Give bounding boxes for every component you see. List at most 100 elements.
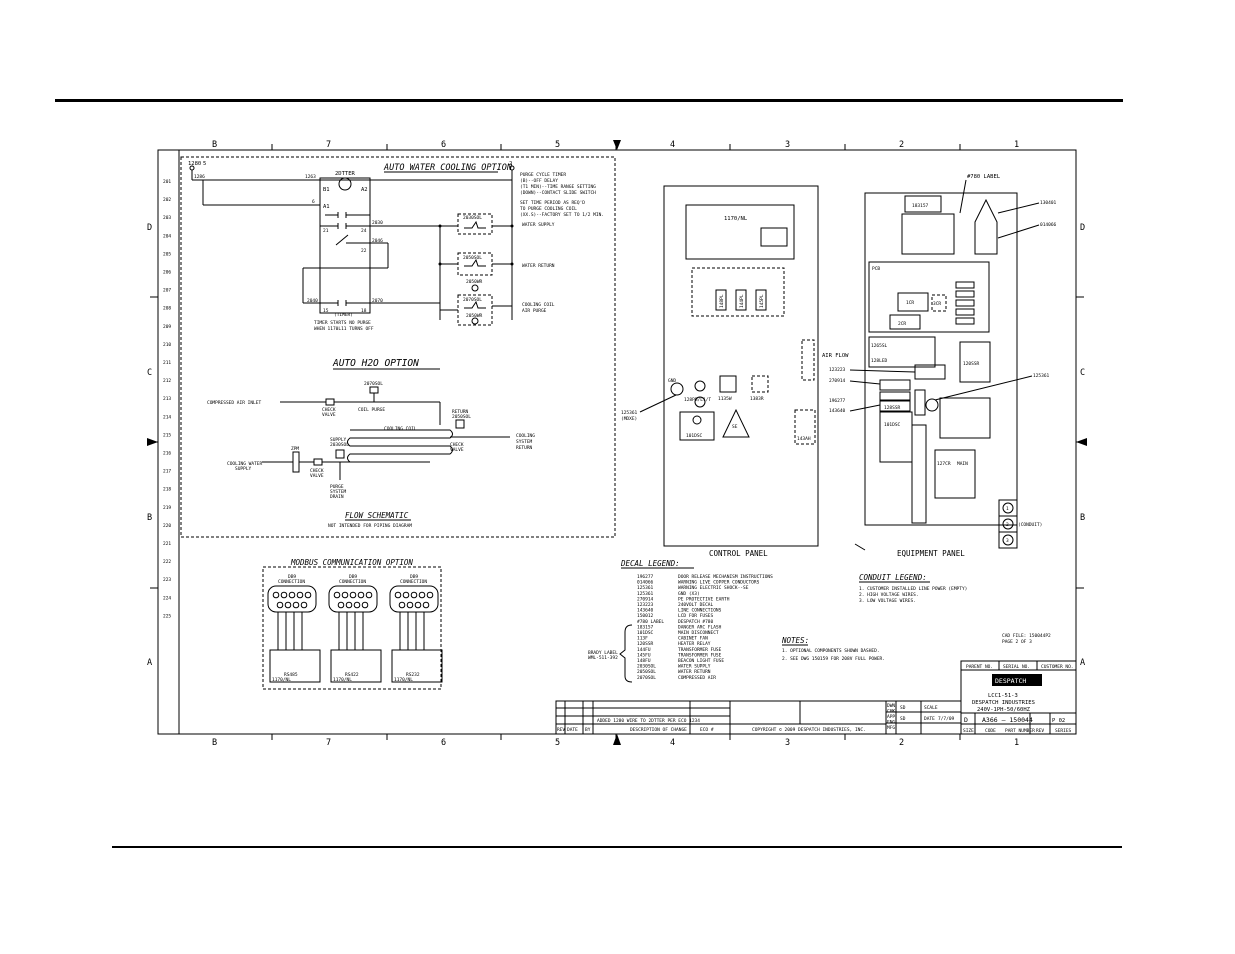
main-disconnect: 101DSC (686, 433, 703, 439)
sol-2030-label: 2030SOL (463, 215, 482, 221)
decal-code: 120SSR (637, 641, 654, 647)
conduit-number: 1 (1006, 506, 1009, 512)
pb-label: 128PB/L1/T (684, 397, 711, 403)
tb-foot-cell: PART NUMBER (1005, 728, 1035, 734)
shock-label: SE (732, 424, 738, 430)
row-number-column: 2012022032042052062072082092102112122132… (163, 179, 171, 619)
col-label-bottom: 7 (326, 738, 331, 748)
controller-box (685, 204, 795, 260)
relay-3cr: 3CR (933, 301, 941, 307)
conduit-item: 1. CUSTOMER INSTALLED LINE POWER (EMPTY) (859, 586, 967, 592)
cooling-water-2: SUPPLY (235, 466, 252, 472)
check-valve-3-a: CHECK (310, 468, 324, 474)
timer-coil (338, 177, 352, 191)
rev-header-cell: DESCRIPTION OF CHANGE (630, 727, 687, 733)
row-number: 222 (163, 559, 171, 565)
decal-desc: CABINET FAN (678, 636, 708, 642)
pcb-fuses (955, 281, 975, 325)
decal-desc: COMPRESSED AIR (678, 675, 716, 681)
tb-foot-cell: REV (1036, 728, 1044, 734)
row-label-left: D (147, 223, 152, 233)
label-183157: 183157 (912, 203, 929, 209)
row-label-left: B (147, 513, 152, 523)
gnd-symbol (670, 382, 684, 396)
row-number: 201 (163, 179, 171, 185)
tb-foot-cell: CODE (985, 728, 996, 734)
gnd-label: GND (668, 378, 676, 384)
timer-label: 2DTTER (335, 171, 356, 177)
relay-2cr: 2CR (898, 321, 906, 327)
rs-module (391, 649, 443, 683)
rs-label: RS485 (284, 672, 298, 678)
tb-row-label: DWN (887, 703, 895, 709)
wireway (911, 424, 927, 524)
check-valve-2-b: VALVE (450, 447, 464, 453)
wire-2070: 2070 (372, 298, 383, 304)
check-valve-3-b: VALVE (310, 473, 324, 479)
decal-desc: DOOR RELEASE MECHANISM INSTRUCTIONS (678, 574, 773, 580)
rs-device: 1170/NL (333, 677, 352, 683)
air-line (280, 386, 441, 425)
note-2: 2. SEE DWG 150159 FOR 208V FULL POWER. (782, 656, 885, 662)
col-label-top: 1 (1014, 140, 1019, 150)
col-label-top: 7 (326, 140, 331, 150)
page-number: PAGE 2 OF 3 (1002, 639, 1032, 645)
load-cooling-coil: COOLING COIL (522, 302, 555, 308)
load-air-purge: AIR PURGE (522, 308, 547, 314)
switch-1383r: 1383R (750, 396, 764, 402)
decal-code: 125361 (637, 585, 654, 591)
flow-schematic-note: NOT INTENDED FOR PIPING DIAGRAM (328, 523, 412, 529)
coil-purge-sol: 2070SOL (364, 381, 383, 387)
pcb-label: PCB (872, 266, 880, 272)
term-b1: B1 (323, 187, 330, 193)
tb-dwn-val: SD (900, 705, 906, 711)
wire-1286: 1286 (194, 174, 205, 180)
decal-desc: WARNING LIVE COPPER CONDUCTORS (678, 580, 760, 586)
decal-legend-title: DECAL LEGEND: (620, 559, 680, 568)
purge-note-line: (XX.S)--FACTORY SET TO 1/2 MIN. (520, 212, 604, 218)
col-label-bottom: 5 (555, 738, 560, 748)
decal-code: 183157 (637, 624, 654, 630)
decal-code: 123223 (637, 602, 654, 608)
zpm-label: ZPM (291, 446, 299, 452)
decal-code: 125361 (637, 591, 654, 597)
pcb-board (868, 261, 990, 333)
switch-1135w: 1135W (718, 396, 732, 402)
tb-model: LCC1-51-3 (988, 693, 1018, 699)
row-number: 209 (163, 324, 171, 330)
rs-device: 1170/NL (394, 677, 413, 683)
row-number: 223 (163, 577, 171, 583)
decal-desc: LCD FOR FUSES (678, 613, 714, 619)
timer-contacts (302, 179, 512, 306)
solenoid-branches (438, 224, 514, 320)
row-number: 215 (163, 432, 171, 438)
decal-desc: WATER RETURN (678, 669, 711, 675)
conduit-number: 3 (1006, 538, 1009, 544)
db9-sub: CONNECTION (278, 579, 305, 585)
supply-label: SUPPLY (330, 437, 347, 443)
label-125361-eq: 125361 (1033, 373, 1050, 379)
tb-customer: CUSTOMER NO. (1041, 664, 1074, 670)
purge-note-line: (B)--OFF DELAY (520, 178, 558, 184)
tb-foot-cell: SIZE (963, 728, 974, 734)
conduit-legend-items: 1. CUSTOMER INSTALLED LINE POWER (EMPTY)… (859, 586, 967, 604)
timer-note-1: TIMER STARTS NO PURGE (314, 320, 371, 326)
decal-code: 2070SOL (637, 675, 656, 681)
decal-desc: HEATER RELAY (678, 641, 711, 647)
sol-2070-label: 2070SOL (463, 297, 482, 303)
cad-file: CAD FILE: 150044P2 (1002, 633, 1051, 639)
decal-desc: LINE CONNECTIONS (678, 608, 722, 614)
tb-copyright: COPYRIGHT © 2009 DESPATCH INDUSTRIES, IN… (752, 727, 866, 733)
row-number: 224 (163, 595, 171, 601)
label-mdxe: (MDXE) (621, 416, 637, 422)
term-22: 22 (361, 248, 367, 254)
tb-foot-cell: SERIES (1055, 728, 1072, 734)
tb-chk-val: SD (900, 716, 906, 722)
wire-2040: 2040 (307, 298, 318, 304)
db9-name: DB9 (288, 574, 296, 580)
h2o-title: AUTO H2O OPTION (332, 358, 419, 369)
purge-note-line: TO PURGE COOLING COIL (520, 206, 577, 212)
